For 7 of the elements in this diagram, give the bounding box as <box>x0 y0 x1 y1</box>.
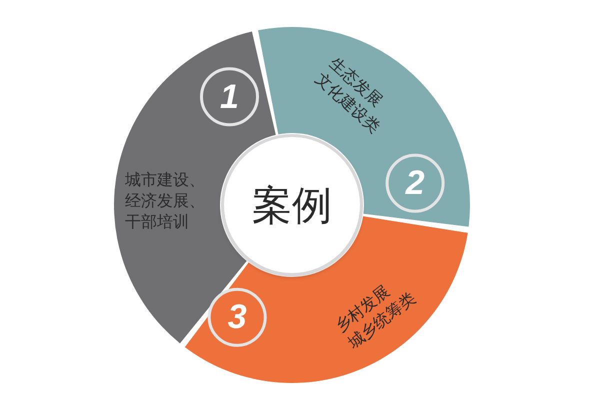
category-text: 生态发展文化建设类 <box>311 52 388 138</box>
category-text: 乡村发展城乡统筹类 <box>330 280 420 354</box>
category-text: 城市建设、经济发展、干部培训 <box>125 168 205 232</box>
center-title: 案例 <box>252 182 332 230</box>
step-number: 1 <box>219 80 240 114</box>
step-number: 3 <box>226 300 248 334</box>
step-number: 2 <box>404 166 426 200</box>
